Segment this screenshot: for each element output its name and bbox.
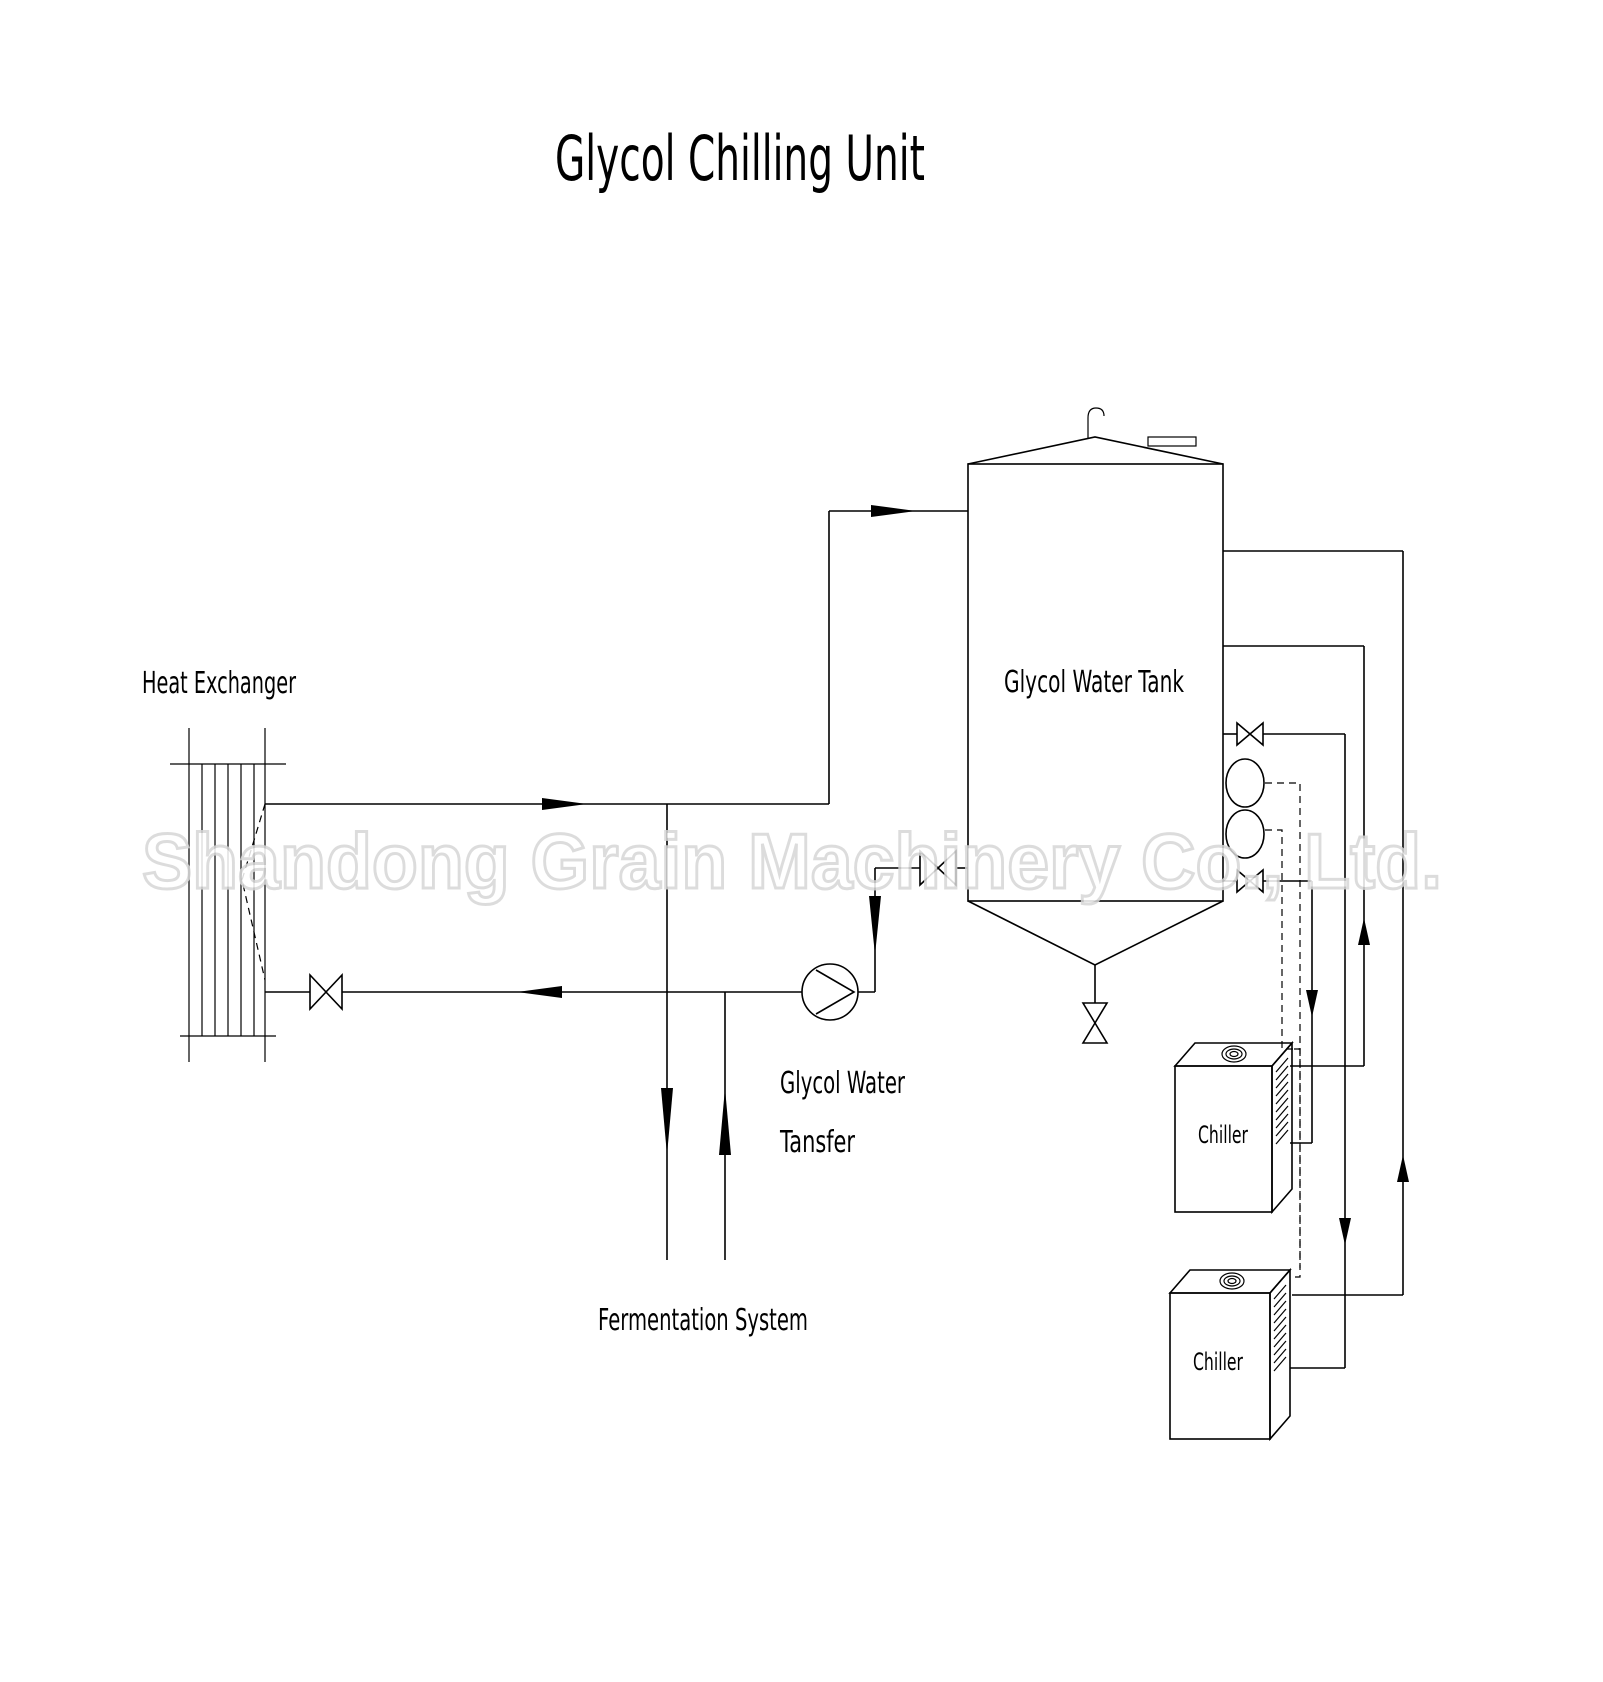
sight-glass-upper-icon: [1225, 758, 1265, 808]
glycol-water-tank-label: Glycol Water Tank: [1004, 665, 1184, 700]
sight-glass-lower-icon: [1225, 809, 1265, 859]
valve-tank-drain[interactable]: [1081, 1002, 1109, 1044]
flow-arrow-chiller-down-1: [1306, 990, 1318, 1017]
chiller-1-label: Chiller: [1198, 1121, 1248, 1149]
fermentation-system-label: Fermentation System: [598, 1303, 808, 1338]
chiller-2-label: Chiller: [1193, 1348, 1243, 1376]
flow-arrow-supply: [542, 798, 587, 810]
heat-exchanger-label: Heat Exchanger: [142, 666, 296, 701]
flow-arrow-chiller-up-1: [1358, 918, 1370, 945]
valve-tank-side-lower[interactable]: [1236, 868, 1264, 894]
flow-arrow-return: [517, 986, 562, 998]
diagram-title: Glycol Chilling Unit: [555, 122, 925, 195]
valve-return-line[interactable]: [309, 972, 343, 1012]
flow-arrow-chiller-down-2: [1339, 1218, 1351, 1245]
flow-arrow-tank-inlet: [871, 505, 916, 517]
flow-arrow-to-fermentation: [661, 1088, 673, 1155]
chiller-unit-2[interactable]: [1168, 1267, 1292, 1442]
heat-exchanger: [170, 728, 286, 1062]
watermark: Shandong Grain Machinery Co., Ltd.: [142, 817, 1442, 905]
pump-label-line2: Tansfer: [779, 1125, 855, 1160]
pump-label-line1: Glycol Water: [780, 1066, 905, 1101]
glycol-water-tank: [967, 407, 1224, 1003]
valve-tank-side-upper[interactable]: [1236, 721, 1264, 747]
flow-arrow-from-fermentation: [719, 1088, 731, 1155]
glycol-transfer-pump-icon[interactable]: [801, 963, 859, 1021]
flow-arrow-chiller-up-2: [1397, 1155, 1409, 1182]
chiller-piping: [1223, 550, 1404, 1369]
valve-tank-inlet[interactable]: [919, 849, 957, 887]
flow-arrow-pump-discharge: [869, 896, 881, 955]
chiller-unit-1[interactable]: [1173, 1040, 1294, 1215]
